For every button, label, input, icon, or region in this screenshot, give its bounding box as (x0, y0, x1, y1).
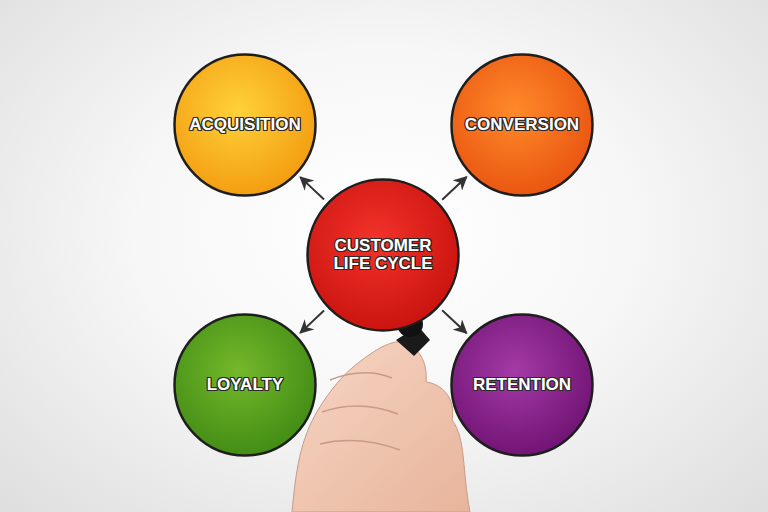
arrow-connector (442, 310, 466, 333)
text-group: CONVERSION (465, 116, 579, 134)
arrow-connector (442, 177, 466, 200)
arrow-connector (300, 311, 324, 333)
life-cycle-circle: LOYALTY (173, 313, 317, 457)
text-group: CUSTOMER LIFE CYCLE (318, 237, 448, 274)
circle-label: LOYALTY (207, 376, 284, 394)
text-group: LOYALTY (207, 376, 284, 394)
life-cycle-circle: ACQUISITION (173, 53, 317, 197)
circle-label: CUSTOMER LIFE CYCLE (318, 237, 448, 274)
circle-label: RETENTION (473, 376, 571, 394)
life-cycle-circle: CUSTOMER LIFE CYCLE (306, 178, 460, 332)
circle-label: ACQUISITION (189, 116, 300, 134)
life-cycle-circle: RETENTION (450, 313, 594, 457)
circle-label: CONVERSION (465, 116, 579, 134)
arrow-connector (300, 177, 324, 199)
text-group: ACQUISITION (189, 116, 300, 134)
life-cycle-circle: CONVERSION (450, 53, 594, 197)
text-group: RETENTION (473, 376, 571, 394)
